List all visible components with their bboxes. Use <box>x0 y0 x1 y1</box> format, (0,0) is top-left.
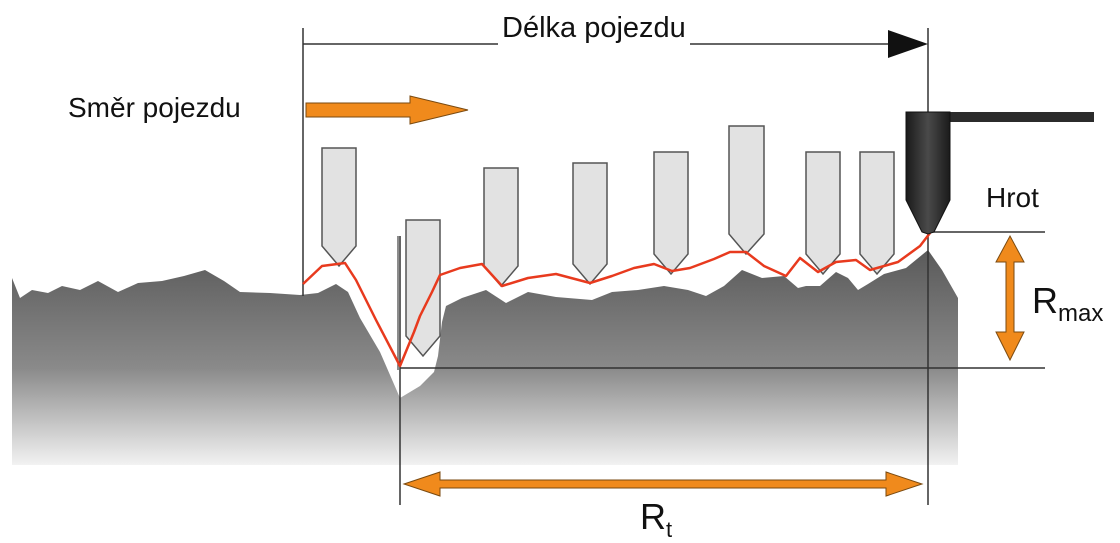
stylus-7 <box>805 151 841 276</box>
probe-tip <box>905 111 951 235</box>
stylus-2 <box>405 219 441 358</box>
workpiece-body <box>12 250 958 465</box>
tip-label: Hrot <box>986 182 1039 213</box>
stylus-4 <box>572 162 608 286</box>
stylus-8 <box>859 151 895 276</box>
stylus-1 <box>321 147 357 268</box>
rt-label-main: R <box>640 496 666 537</box>
travel-length-arrowhead <box>888 30 928 58</box>
rt-label: Rt <box>640 496 672 543</box>
rt-double-arrow <box>402 471 924 497</box>
travel-direction-arrow <box>305 95 469 125</box>
travel-direction-label: Směr pojezdu <box>68 92 241 123</box>
stylus-6 <box>728 125 765 256</box>
rmax-label-main: R <box>1032 280 1058 321</box>
stylus-positions <box>321 125 895 358</box>
rmax-double-arrow <box>995 234 1025 362</box>
measured-profile-trace <box>302 232 931 368</box>
rt-label-subscript: t <box>666 517 673 542</box>
stylus-5 <box>653 151 689 276</box>
stylus-3 <box>483 167 519 288</box>
rmax-label: Rmax <box>1032 280 1103 328</box>
travel-length-label: Délka pojezdu <box>498 12 690 45</box>
rmax-label-subscript: max <box>1058 300 1104 327</box>
probe-arm <box>906 112 1094 122</box>
